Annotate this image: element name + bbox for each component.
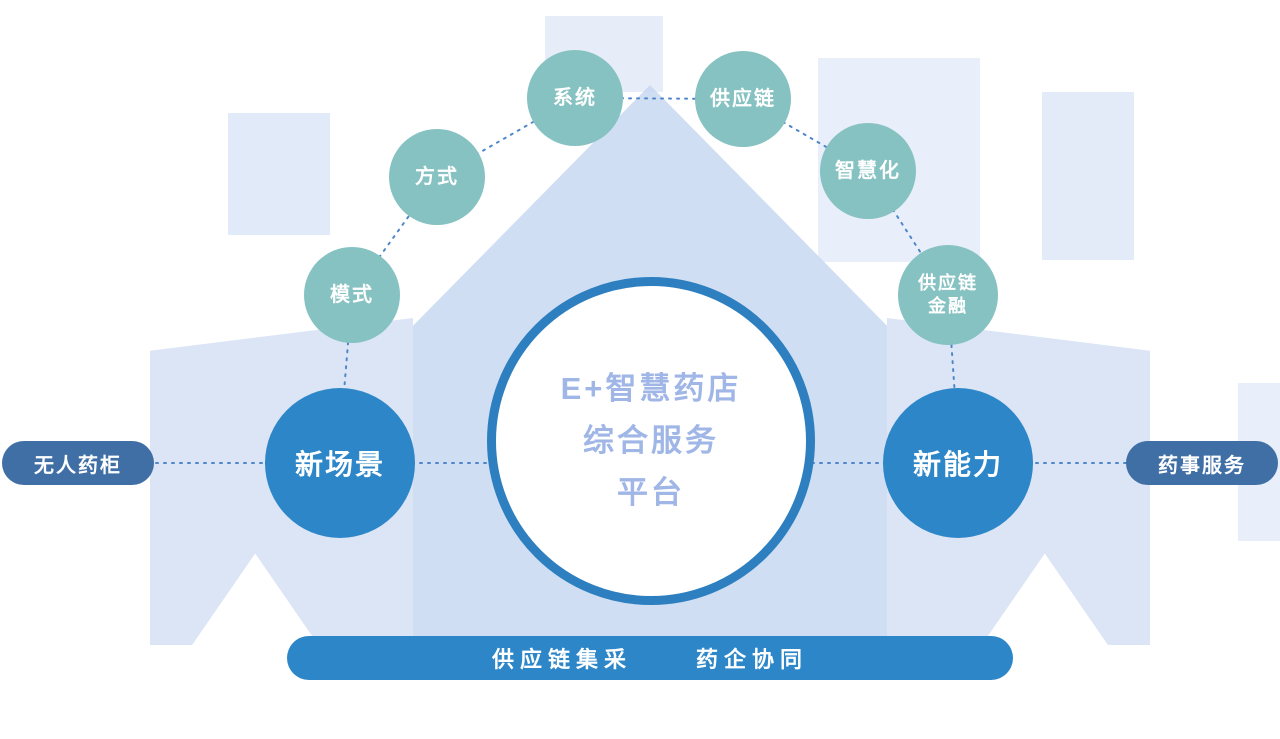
unmanned-cabinet-label: 无人药柜 [34,454,122,477]
center-platform-circle: E+智慧药店 综合服务 平台 [487,277,815,605]
new-capability-label: 新能力 [912,449,1003,480]
center-platform-title-line1: E+智慧药店 [560,371,742,406]
arc-node-supply-chain: 供应链 [695,51,791,147]
arc-node-label: 智慧化 [835,160,901,182]
arc-node-system: 系统 [527,50,623,146]
arc-node-supply-chain-finance: 供应链 金融 [898,245,998,345]
unmanned-cabinet-pill: 无人药柜 [2,441,154,485]
background-tile [1042,92,1134,260]
background-tile [228,113,330,235]
bottom-bar-item-collaboration: 药企协同 [696,647,809,672]
arc-node-label: 金融 [928,296,968,316]
pharmacy-service-label: 药事服务 [1158,454,1246,477]
new-scenario-label: 新场景 [294,449,385,480]
arc-node-mode: 模式 [304,247,400,343]
pharmacy-service-pill: 药事服务 [1126,441,1278,485]
arc-node-label: 系统 [553,87,597,109]
arc-node-label: 方式 [415,166,459,188]
arc-node-intelligence: 智慧化 [820,123,916,219]
arc-node-method: 方式 [389,129,485,225]
new-scenario-node: 新场景 [265,388,415,538]
arc-node-label: 供应链 [918,273,978,293]
bottom-bar: 供应链集采 药企协同 [287,636,1013,680]
bottom-bar-item-procurement: 供应链集采 [491,647,632,672]
new-capability-node: 新能力 [883,388,1033,538]
center-platform-title-line3: 平台 [617,475,685,510]
arc-node-label: 模式 [330,284,374,306]
center-platform-title-line2: 综合服务 [583,423,719,458]
arc-node-label: 供应链 [710,88,776,110]
